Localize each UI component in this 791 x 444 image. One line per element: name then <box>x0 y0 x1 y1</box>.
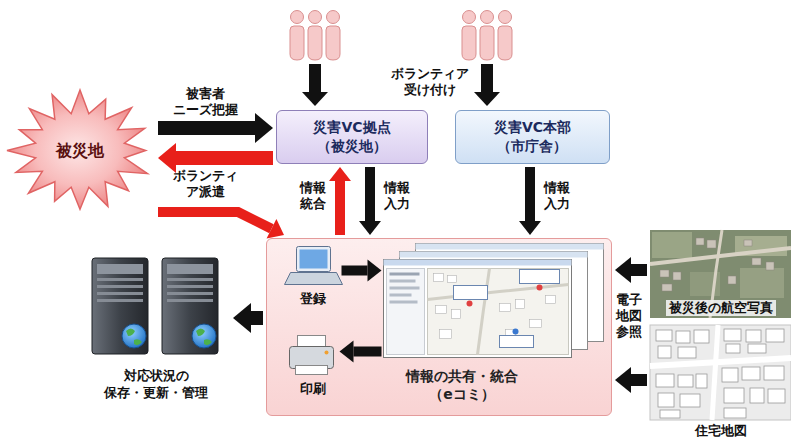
aerial-photo-image <box>650 230 791 318</box>
edge-label: 情報 入力 <box>544 180 570 212</box>
edge-label: 情報 入力 <box>384 180 410 212</box>
disaster-area-burst: 被災地 <box>5 88 155 213</box>
arrow-head <box>519 221 541 235</box>
node-label: 情報の共有・統合 （eコミ） <box>406 367 518 403</box>
note-label: 電子 地図 参照 <box>616 292 642 340</box>
connector-arrow <box>329 167 351 235</box>
process-box: 災害VC拠点 （被災地） <box>276 110 428 164</box>
connector-arrow <box>615 367 647 393</box>
arrow-head <box>359 221 381 235</box>
volunteer-group <box>462 11 512 61</box>
node-label: 被災後の航空写真 <box>666 300 776 316</box>
arrow-shaft <box>251 311 263 325</box>
note-label: ボランティア 受け付け <box>391 66 469 98</box>
laptop-icon <box>285 247 343 285</box>
arrow-head <box>615 257 631 283</box>
edge-label: ボランティ ア派遣 <box>173 168 238 200</box>
arrow-shaft <box>365 167 375 221</box>
arrow-shaft <box>158 212 271 229</box>
process-box: 災害VC本部 （市庁舎） <box>455 110 610 164</box>
note-label: 登録 <box>300 291 326 307</box>
screen-stack <box>384 244 604 358</box>
connector-arrow <box>519 167 541 235</box>
node-label: 被災地 <box>56 141 104 161</box>
arrow-head <box>233 303 251 333</box>
node-label: 対応状況の 保存・更新・管理 <box>104 367 208 401</box>
server-icon <box>92 258 218 354</box>
arrow-head <box>267 219 284 239</box>
block-arrow <box>340 260 382 363</box>
arrow-shaft <box>631 374 647 386</box>
printer-icon <box>290 336 334 375</box>
connector-arrow <box>158 212 284 239</box>
connector-arrow <box>233 303 263 333</box>
arrow-head <box>615 367 631 393</box>
arrow-shaft <box>176 151 273 165</box>
arrow-head <box>329 167 351 181</box>
note-label: 印刷 <box>300 381 326 397</box>
arrow-head <box>255 113 273 143</box>
arrow-shaft <box>631 264 647 276</box>
aerial-photo: 被災後の航空写真 <box>650 230 791 318</box>
node-label: 災害VC拠点 （被災地） <box>313 118 390 156</box>
house-map-image <box>650 325 791 420</box>
block-arrow <box>302 64 500 106</box>
arrow-shaft <box>335 181 345 235</box>
map-image: 住宅地図 <box>650 325 791 441</box>
arrow-shaft <box>525 167 535 221</box>
node-label: 災害VC本部 （市庁舎） <box>494 118 571 156</box>
node-label: 住宅地図 <box>695 423 747 439</box>
server-group: 対応状況の 保存・更新・管理 <box>82 250 230 405</box>
connector-arrow <box>615 257 647 283</box>
volunteer-group <box>290 11 340 61</box>
edge-label: 被害者 ニーズ把握 <box>173 86 238 118</box>
connector-arrow <box>158 113 273 143</box>
connector-arrow <box>359 167 381 235</box>
edge-label: 情報 統合 <box>300 180 326 212</box>
arrow-shaft <box>158 121 255 135</box>
